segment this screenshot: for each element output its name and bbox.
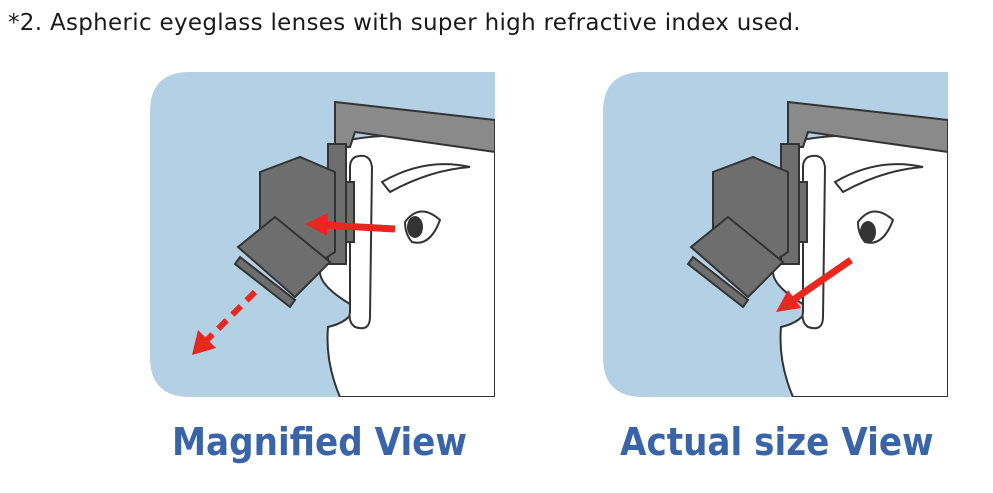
eye-pupil [860,221,876,243]
actual-sight-line-arrow [791,257,853,303]
magnified-view-diagram [150,72,495,397]
actual-size-view-caption: Actual size View [620,420,934,464]
eyebrow [380,163,471,194]
eyebrow [833,163,924,194]
magnified-projection-arrow [202,289,258,345]
sight-line-arrow [321,221,396,233]
actual-sight-line-arrow-head [776,290,801,312]
loupe-barrel [236,215,332,299]
heading: *2. Aspheric eyeglass lenses with super … [8,10,801,36]
magnified-view-caption: Magnified View [172,420,467,464]
actual-size-view-diagram [603,72,948,397]
loupe-mount-plate [798,181,808,243]
magnified-projection-arrow-head [192,330,216,355]
loupe-barrel [689,215,785,299]
loupe-eyepiece [686,255,750,309]
eyeglass-lens [348,154,374,330]
sight-line-arrow-head [305,213,328,236]
eye-pupil [407,216,423,238]
loupe-eyepiece [233,255,297,309]
loupe-mount-plate [345,181,355,243]
